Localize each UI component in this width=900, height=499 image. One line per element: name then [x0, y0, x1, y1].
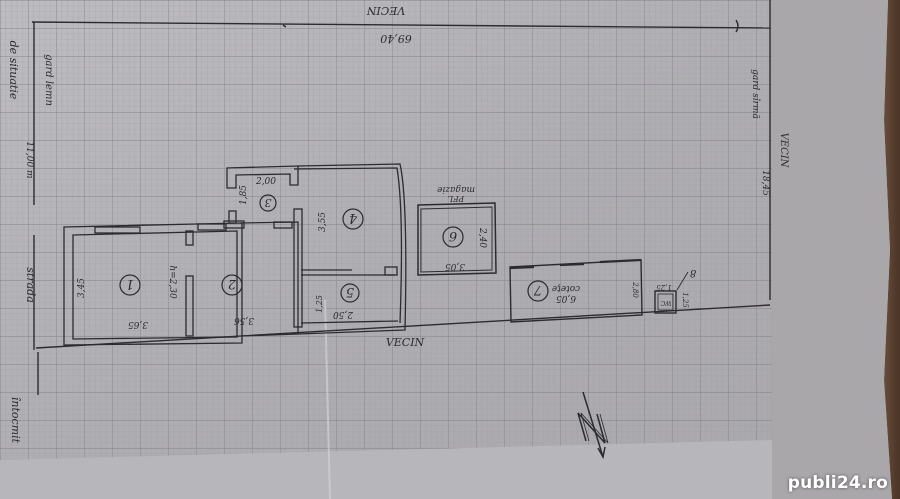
- svg-text:18,45: 18,45: [760, 170, 770, 196]
- property-boundary: [31, 0, 771, 395]
- svg-text:gard lemn: gard lemn: [43, 54, 54, 106]
- svg-text:PFL: PFL: [448, 194, 465, 203]
- svg-text:3,45: 3,45: [77, 278, 87, 298]
- dimension-labels: 3,45 3,65 h=2,30 3,56 2,00 1,85 3,55 2,5…: [77, 177, 689, 329]
- room-markers: [119, 194, 549, 303]
- paper-margin: [770, 0, 892, 499]
- svg-text:gard sîrmă: gard sîrmă: [750, 69, 761, 119]
- svg-text:coteţe: coteţe: [552, 283, 580, 293]
- svg-text:3,55: 3,55: [318, 212, 328, 232]
- wc-building: [654, 271, 689, 314]
- svg-text:5: 5: [346, 284, 354, 299]
- coop-building: [509, 258, 643, 323]
- svg-text:2,80: 2,80: [631, 281, 639, 298]
- svg-text:3,65: 3,65: [128, 319, 148, 329]
- svg-text:3,56: 3,56: [234, 315, 254, 325]
- svg-text:7: 7: [533, 282, 542, 297]
- svg-text:4: 4: [349, 210, 358, 225]
- boundary-labels: VECIN 69,40 VECIN 18,45 gard sîrmă VECIN…: [7, 4, 789, 444]
- svg-text:magazie: magazie: [437, 184, 475, 194]
- north-arrow-icon: [577, 391, 609, 460]
- svg-text:3: 3: [265, 196, 272, 209]
- svg-text:2,00: 2,00: [255, 177, 276, 187]
- svg-text:întocmit: întocmit: [9, 397, 22, 444]
- svg-text:2,40: 2,40: [477, 227, 487, 248]
- svg-text:de situatie: de situatie: [7, 41, 20, 100]
- svg-text:1,25: 1,25: [681, 292, 689, 308]
- svg-text:1,25: 1,25: [656, 283, 672, 291]
- svg-text:6: 6: [449, 228, 457, 243]
- svg-text:h=2,30: h=2,30: [167, 265, 177, 299]
- svg-text:VECIN: VECIN: [778, 133, 789, 169]
- svg-text:2,50: 2,50: [333, 309, 354, 319]
- svg-text:VECIN: VECIN: [366, 4, 405, 17]
- svg-text:8: 8: [690, 267, 696, 278]
- svg-text:69,40: 69,40: [380, 32, 412, 45]
- svg-text:6,05: 6,05: [556, 293, 576, 303]
- svg-text:2: 2: [228, 276, 237, 291]
- svg-text:1,25: 1,25: [315, 295, 324, 313]
- storage-shed: [417, 202, 497, 276]
- svg-text:strada: strada: [24, 267, 37, 302]
- svg-text:VECIN: VECIN: [386, 336, 425, 349]
- svg-text:3,05: 3,05: [445, 261, 465, 271]
- svg-text:WC: WC: [660, 299, 671, 306]
- svg-text:1,85: 1,85: [239, 185, 249, 205]
- svg-text:11,00 m: 11,00 m: [24, 141, 34, 178]
- graph-grid: [0, 0, 772, 460]
- svg-text:1: 1: [126, 276, 134, 291]
- paper-fold: [0, 440, 772, 499]
- watermark: publi24.ro: [787, 473, 888, 493]
- table-edge: [880, 0, 900, 499]
- house-walls: [63, 163, 407, 346]
- room-number-labels: 1 2 3 4 5 6 7 8: [126, 196, 696, 299]
